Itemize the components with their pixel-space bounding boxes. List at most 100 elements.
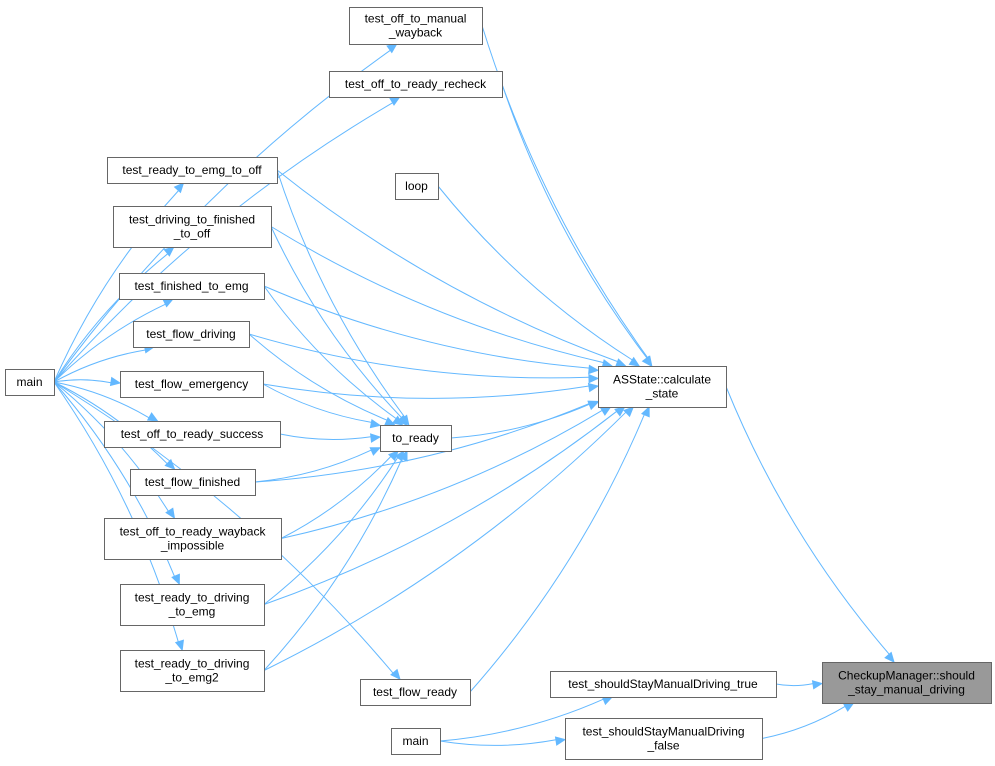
node-test-shouldStayManualDriving-false[interactable]: test_shouldStayManualDriving_false bbox=[565, 718, 763, 760]
node-label: test_ready_to_driving bbox=[135, 657, 250, 671]
node-label: test_off_to_ready_wayback bbox=[120, 525, 267, 539]
arrowhead-main_left-to-test_flow_finished bbox=[164, 458, 176, 470]
node-main-bottom[interactable]: main bbox=[391, 728, 441, 755]
node-test-shouldStayManualDriving-true[interactable]: test_shouldStayManualDriving_true bbox=[550, 671, 777, 698]
node-test-ready-to-emg-to-off[interactable]: test_ready_to_emg_to_off bbox=[107, 157, 278, 184]
edge-test_shouldStayManualDriving_true-to-checkupmanager_should_stay_manual_driving bbox=[775, 683, 814, 687]
arrowhead-main_left-to-test_ready_to_driving_to_emg bbox=[171, 573, 180, 586]
edge-test_flow_finished-to-to_ready bbox=[254, 449, 372, 483]
arrowhead-test_ready_to_emg_to_off-to-asstate_calculate_state bbox=[614, 358, 627, 368]
node-box[interactable] bbox=[120, 650, 265, 692]
node-label: _stay_manual_driving bbox=[847, 683, 965, 697]
arrowhead-test_ready_to_driving_to_emg-to-asstate_calculate_state bbox=[614, 406, 626, 417]
node-label: _to_emg bbox=[168, 605, 216, 619]
node-label: main bbox=[402, 734, 428, 748]
arrowhead-test_finished_to_emg-to-asstate_calculate_state bbox=[588, 364, 600, 375]
edge-asstate_calculate_state-to-checkupmanager_should_stay_manual_driving bbox=[725, 386, 890, 655]
node-test-flow-driving[interactable]: test_flow_driving bbox=[133, 321, 250, 348]
node-box[interactable] bbox=[119, 273, 265, 300]
edge-test_driving_to_finished_to_off-to-asstate_calculate_state bbox=[270, 226, 604, 364]
node-box[interactable] bbox=[395, 173, 439, 200]
edge-test_ready_to_driving_to_emg-to-to_ready bbox=[263, 457, 399, 605]
edge-test_flow_finished-to-asstate_calculate_state bbox=[254, 403, 590, 483]
edge-test_ready_to_driving_to_emg2-to-to_ready bbox=[263, 458, 403, 671]
node-box[interactable] bbox=[565, 718, 763, 760]
node-main-left[interactable]: main bbox=[5, 369, 55, 396]
node-test-finished-to-emg[interactable]: test_finished_to_emg bbox=[119, 273, 265, 300]
node-box[interactable] bbox=[598, 366, 727, 408]
node-label: test_shouldStayManualDriving bbox=[582, 725, 744, 739]
node-checkupmanager-should-stay-manual-driving[interactable]: CheckupManager::should_stay_manual_drivi… bbox=[822, 662, 992, 704]
edge-test_off_to_manual_wayback-to-asstate_calculate_state bbox=[481, 25, 649, 359]
node-label: _state bbox=[645, 387, 679, 401]
node-label: to_ready bbox=[392, 431, 439, 445]
edge-test_shouldStayManualDriving_false-to-checkupmanager_should_stay_manual_driving bbox=[761, 705, 846, 739]
node-asstate-calculate-state[interactable]: ASState::calculate_state bbox=[598, 366, 727, 408]
node-box[interactable] bbox=[104, 518, 282, 560]
arrowhead-test_shouldStayManualDriving_false-to-checkupmanager_should_stay_manual_driving bbox=[842, 702, 855, 712]
node-box[interactable] bbox=[120, 584, 265, 626]
edge-main_left-to-test_flow_ready bbox=[53, 381, 394, 674]
arrowhead-test_off_to_ready_success-to-to_ready bbox=[370, 433, 382, 443]
node-box[interactable] bbox=[550, 671, 777, 698]
edge-test_driving_to_finished_to_off-to-to_ready bbox=[270, 226, 402, 418]
edge-test_off_to_ready_recheck-to-asstate_calculate_state bbox=[501, 83, 648, 359]
arrowhead-test_flow_driving-to-asstate_calculate_state bbox=[588, 373, 600, 384]
node-test-flow-finished[interactable]: test_flow_finished bbox=[130, 469, 256, 496]
arrowhead-main_left-to-test_flow_emergency bbox=[109, 376, 122, 387]
node-label: test_driving_to_finished bbox=[129, 213, 255, 227]
node-test-off-to-manual-wayback[interactable]: test_off_to_manual_wayback bbox=[349, 7, 483, 45]
node-box[interactable] bbox=[380, 425, 452, 452]
node-test-off-to-ready-wayback-impossible[interactable]: test_off_to_ready_wayback_impossible bbox=[104, 518, 282, 560]
edge-test_ready_to_driving_to_emg-to-asstate_calculate_state bbox=[263, 410, 618, 605]
node-label: test_finished_to_emg bbox=[134, 279, 248, 293]
node-box[interactable] bbox=[349, 7, 483, 45]
node-box[interactable] bbox=[104, 421, 281, 448]
node-test-ready-to-driving-to-emg2[interactable]: test_ready_to_driving_to_emg2 bbox=[120, 650, 265, 692]
node-loop[interactable]: loop bbox=[395, 173, 439, 200]
edge-test_off_to_ready_wayback_impossible-to-asstate_calculate_state bbox=[280, 409, 603, 539]
edge-main_left-to-test_driving_to_finished_to_off bbox=[53, 253, 169, 383]
node-label: ASState::calculate bbox=[613, 373, 711, 387]
node-box[interactable] bbox=[329, 71, 503, 98]
node-label: test_shouldStayManualDriving_true bbox=[568, 677, 758, 691]
node-test-flow-emergency[interactable]: test_flow_emergency bbox=[120, 371, 264, 398]
arrowhead-test_driving_to_finished_to_off-to-to_ready bbox=[396, 414, 408, 426]
node-box[interactable] bbox=[5, 369, 55, 396]
arrowhead-main_left-to-test_ready_to_emg_to_off bbox=[173, 182, 185, 194]
arrowhead-main_left-to-test_ready_to_driving_to_emg2 bbox=[174, 639, 184, 652]
node-box[interactable] bbox=[107, 157, 278, 184]
node-test-flow-ready[interactable]: test_flow_ready bbox=[360, 679, 471, 706]
node-box[interactable] bbox=[391, 728, 441, 755]
node-box[interactable] bbox=[822, 662, 992, 704]
node-label: _wayback bbox=[388, 26, 443, 40]
node-to-ready[interactable]: to_ready bbox=[380, 425, 452, 452]
edge-test_off_to_ready_wayback_impossible-to-to_ready bbox=[280, 456, 392, 539]
node-box[interactable] bbox=[113, 206, 272, 248]
node-label: _impossible bbox=[160, 539, 225, 553]
edge-main_bottom-to-test_shouldStayManualDriving_false bbox=[439, 739, 557, 746]
arrowhead-test_shouldStayManualDriving_true-to-checkupmanager_should_stay_manual_driving bbox=[811, 680, 824, 690]
node-test-ready-to-driving-to-emg[interactable]: test_ready_to_driving_to_emg bbox=[120, 584, 265, 626]
arrowhead-test_flow_emergency-to-to_ready bbox=[369, 418, 382, 429]
arrowhead-main_bottom-to-test_shouldStayManualDriving_false bbox=[554, 736, 567, 746]
node-box[interactable] bbox=[130, 469, 256, 496]
arrowhead-asstate_calculate_state-to-checkupmanager_should_stay_manual_driving bbox=[884, 651, 895, 663]
edge-main_left-to-test_flow_driving bbox=[53, 349, 146, 383]
edge-test_finished_to_emg-to-asstate_calculate_state bbox=[263, 285, 590, 369]
node-label: test_off_to_ready_recheck bbox=[345, 77, 487, 91]
node-box[interactable] bbox=[360, 679, 471, 706]
node-label: main bbox=[16, 375, 42, 389]
node-box[interactable] bbox=[120, 371, 264, 398]
node-label: CheckupManager::should bbox=[838, 669, 975, 683]
node-box[interactable] bbox=[133, 321, 250, 348]
edge-main_left-to-test_flow_emergency bbox=[53, 379, 112, 384]
node-test-off-to-ready-success[interactable]: test_off_to_ready_success bbox=[104, 421, 281, 448]
edge-test_ready_to_emg_to_off-to-asstate_calculate_state bbox=[276, 169, 618, 363]
node-test-off-to-ready-recheck[interactable]: test_off_to_ready_recheck bbox=[329, 71, 503, 98]
node-label: _false bbox=[646, 739, 679, 753]
node-test-driving-to-finished-to-off[interactable]: test_driving_to_finished_to_off bbox=[113, 206, 272, 248]
edge-test_ready_to_emg_to_off-to-to_ready bbox=[276, 169, 406, 418]
node-label: test_flow_emergency bbox=[135, 377, 248, 391]
